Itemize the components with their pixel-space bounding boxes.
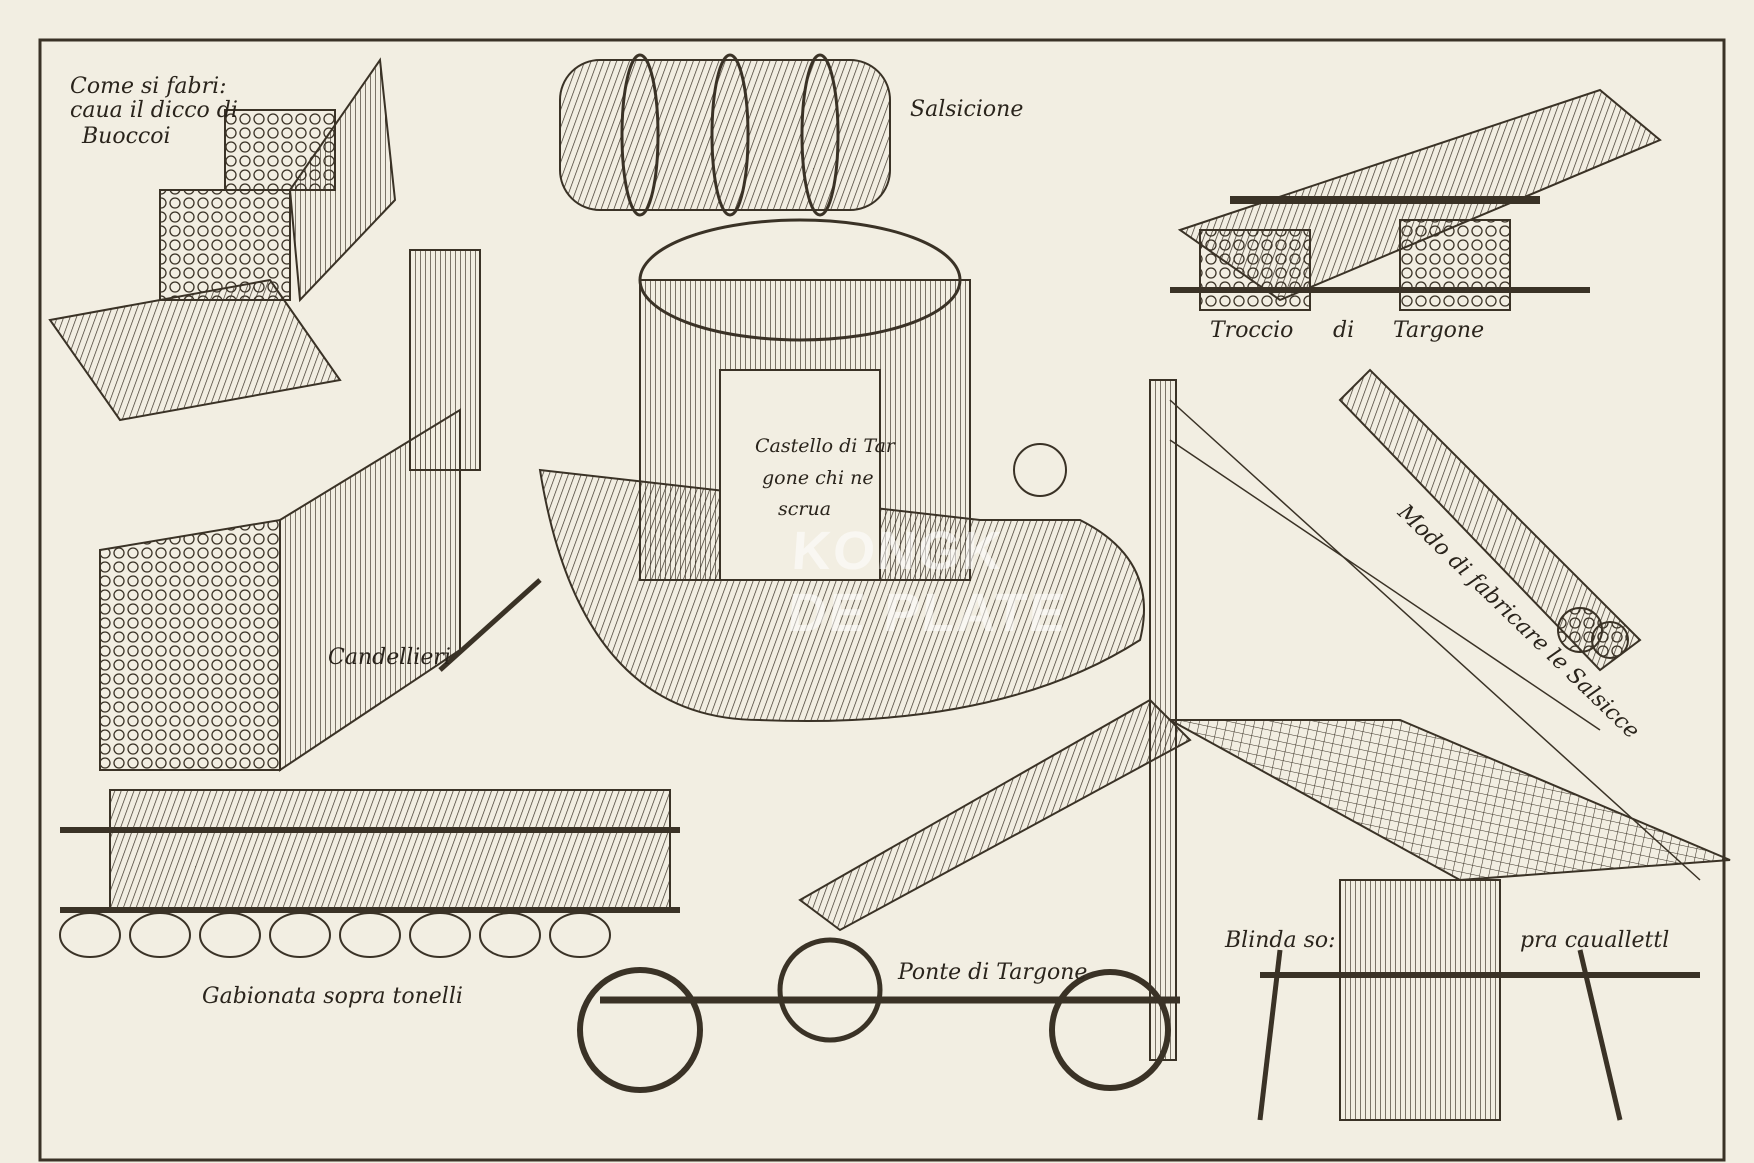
caption-dicco-1: Come si fabri: <box>70 74 227 99</box>
plate-border <box>38 38 1726 1162</box>
caption-ponte: Ponte di Targone <box>898 960 1088 985</box>
gabionata-illustration <box>59 789 680 958</box>
caption-troccio-2: di <box>1333 318 1355 343</box>
candellieri-illustration <box>99 249 542 772</box>
caption-gabionata: Gabionata sopra tonelli <box>202 984 463 1009</box>
caption-blinda-1: Blinda so: <box>1225 928 1336 953</box>
watermark: KONGK DE PLATE <box>786 520 1074 644</box>
caption-salsicione: Salsicione <box>910 97 1024 122</box>
ponte-illustration <box>577 379 1731 1093</box>
caption-castello-1: Castello di Tar <box>755 435 896 457</box>
watermark-line-2: DE PLATE <box>785 583 1069 643</box>
troccio-illustration <box>1170 88 1662 311</box>
salsicione-illustration <box>559 53 891 217</box>
caption-castello-2: gone chi ne <box>762 467 874 489</box>
blinda-illustration <box>1257 879 1700 1121</box>
caption-castello-3: scrua <box>778 498 832 520</box>
caption-dicco-3: Buoccoi <box>82 124 171 149</box>
caption-blinda-2: pra cauallettl <box>1520 928 1670 953</box>
dicco-illustration <box>48 57 397 422</box>
castello-illustration <box>538 218 1145 722</box>
salsicce-illustration <box>1338 368 1642 672</box>
caption-candellieri: Candellieri <box>328 645 451 670</box>
caption-troccio-1: Troccio <box>1210 318 1294 343</box>
watermark-line-1: KONGK <box>790 521 1006 581</box>
caption-dicco-2: caua il dicco di <box>70 98 238 123</box>
caption-troccio-3: Targone <box>1393 318 1485 343</box>
